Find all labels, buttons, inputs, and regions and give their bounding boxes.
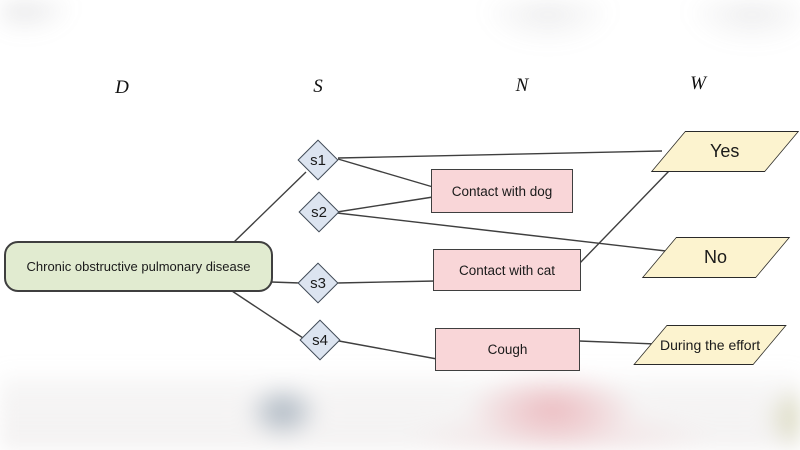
edge-disease-s4 (231, 290, 304, 339)
edge-cough-during (578, 340, 657, 345)
symptom-node-s3-label: s3 (310, 274, 326, 292)
disease-node-label: Chronic obstructive pulmonary disease (26, 259, 251, 274)
edge-s4-cough (338, 340, 438, 360)
symptom-node-s4-label: s4 (312, 331, 328, 349)
value-node-no-label: No (704, 247, 728, 267)
value-node-yes-label: Yes (710, 141, 740, 161)
name-node-contact-cat-label: Contact with cat (458, 262, 556, 278)
edge-disease-s1 (232, 171, 307, 244)
edge-cat-yes (577, 170, 670, 266)
symptom-node-s1-label: s1 (310, 151, 326, 169)
name-node-cough: Cough (435, 328, 580, 371)
symptom-node-s2-label: s2 (311, 203, 327, 221)
name-node-cough-label: Cough (487, 342, 528, 357)
edge-s1-yes (337, 150, 663, 159)
column-header-n: N (515, 75, 529, 96)
column-header-d: D (115, 77, 129, 98)
symptom-node-s1: s1 (296, 138, 340, 182)
name-node-contact-cat: Contact with cat (433, 249, 581, 291)
symptom-node-s3: s3 (296, 261, 340, 305)
value-node-during-effort-label: During the effort (659, 337, 761, 353)
column-header-s: S (313, 76, 323, 97)
edge-s3-cat (336, 280, 437, 284)
edge-s1-dog (337, 158, 434, 188)
symptom-node-s4: s4 (298, 318, 342, 362)
column-header-w: W (690, 73, 706, 94)
name-node-contact-dog: Contact with dog (431, 169, 573, 213)
name-node-contact-dog-label: Contact with dog (451, 183, 553, 199)
edge-s2-dog (336, 196, 434, 213)
symptom-node-s2: s2 (297, 190, 341, 234)
disease-node: Chronic obstructive pulmonary disease (4, 241, 273, 292)
edge-s2-no (336, 212, 667, 252)
